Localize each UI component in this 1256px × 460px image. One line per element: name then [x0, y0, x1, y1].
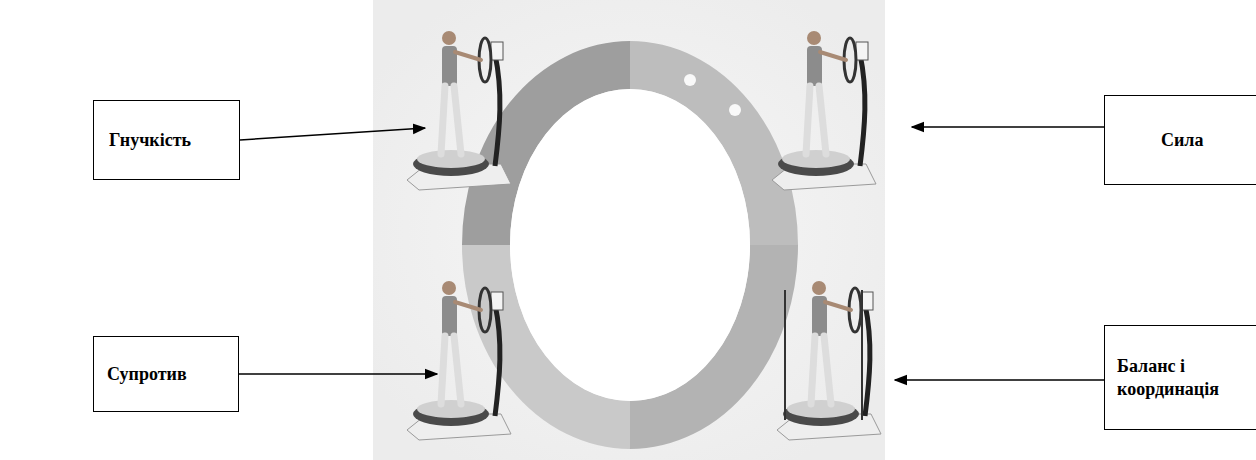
ring-light: [684, 74, 696, 86]
balance-machine: [777, 281, 881, 440]
illustration-background: [373, 0, 885, 460]
ring-segment: [486, 65, 774, 425]
ring-light: [564, 119, 576, 131]
balance-rails: [785, 290, 862, 420]
flexibility-machine: [407, 31, 511, 190]
ring-light: [729, 104, 741, 116]
label-box: Супротив: [93, 336, 239, 412]
box-label: Сила: [1161, 129, 1203, 152]
ring-segment: [486, 65, 774, 425]
strength-machine: [772, 31, 876, 190]
ring-inner: [510, 89, 750, 401]
label-box: Баланс і координація: [1104, 325, 1256, 430]
ring-segment: [486, 65, 774, 425]
leader-arrow: [912, 126, 1104, 128]
leader-arrow: [895, 379, 1104, 381]
leader-arrow: [240, 128, 425, 140]
box-label: Супротив: [107, 363, 187, 386]
label-box: Гнучкість: [93, 100, 240, 180]
box-label: Баланс і координація: [1117, 355, 1242, 400]
label-box: Сила: [1104, 95, 1256, 185]
resistance-machine: [407, 281, 511, 440]
ring-segment: [486, 65, 774, 425]
leader-arrow: [239, 373, 437, 375]
box-label: Гнучкість: [109, 129, 191, 152]
